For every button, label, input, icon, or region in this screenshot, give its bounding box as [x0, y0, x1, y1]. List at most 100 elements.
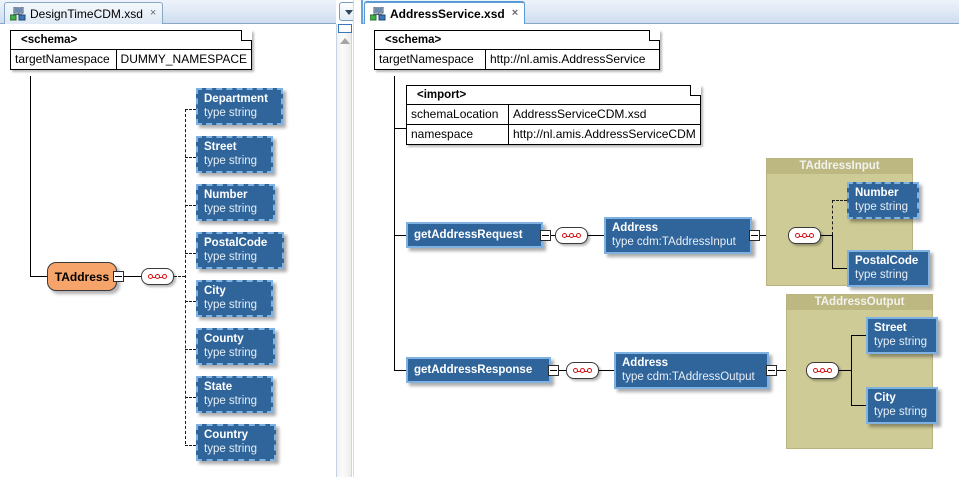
tab-label: DesignTimeCDM.xsd — [30, 6, 143, 21]
schema-file-icon — [9, 6, 26, 21]
sequence-dot — [562, 233, 567, 238]
left-editor-pane: <schema> targetNamespace DUMMY_NAMESPACE… — [0, 24, 337, 477]
sequence-dot — [148, 274, 153, 279]
connector-line — [394, 370, 406, 371]
tab-designtimecdm[interactable]: DesignTimeCDM.xsd × — [4, 2, 164, 24]
element-type: type cdm:TAddressOutput — [622, 371, 755, 383]
element-type: type string — [204, 155, 258, 167]
tab-close-icon[interactable]: × — [511, 7, 519, 19]
sequence-dot — [162, 274, 167, 279]
import-title: <import> — [407, 86, 700, 105]
element-type: type string — [204, 443, 258, 455]
element-name: Street — [204, 141, 237, 153]
right-tabstrip: AddressService.xsd × — [360, 0, 959, 24]
attribute-key: targetNamespace — [375, 50, 486, 69]
tab-label: AddressService.xsd — [390, 6, 505, 21]
scroll-up-arrow-icon[interactable] — [340, 38, 350, 44]
attribute-value: DUMMY_NAMESPACE — [120, 52, 247, 66]
element-box-city-output[interactable]: City type string — [866, 387, 938, 424]
type-node-label: TAddress — [54, 269, 110, 284]
connector-line — [124, 276, 141, 277]
folded-corner-icon — [649, 30, 660, 41]
connector-line — [851, 335, 866, 336]
element-box-street-output[interactable]: Street type string — [866, 317, 938, 354]
sequence-connector-response[interactable] — [566, 362, 599, 379]
element-box-number-input[interactable]: Number type string — [847, 182, 919, 219]
element-box-address-response[interactable]: Address type cdm:TAddressOutput — [614, 352, 769, 389]
type-node-taddress[interactable]: TAddress — [47, 262, 117, 291]
sequence-dot — [809, 233, 814, 238]
right-editor-pane: <schema> targetNamespace http://nl.amis.… — [360, 24, 959, 477]
connector-line — [30, 276, 48, 277]
tab-addressservice[interactable]: AddressService.xsd × — [364, 1, 526, 24]
element-box-number[interactable]: Number type string — [196, 184, 275, 221]
element-box-city[interactable]: City type string — [196, 280, 273, 317]
import-note[interactable]: <import> schemaLocation AddressServiceCD… — [406, 85, 701, 145]
attribute-value: http://nl.amis.AddressServiceCDM — [513, 127, 696, 141]
connector-line-dashed — [174, 276, 185, 277]
vertical-scrollbar[interactable] — [336, 24, 352, 477]
element-box-getaddressresponse[interactable]: getAddressResponse — [406, 357, 551, 383]
element-type: type string — [855, 201, 909, 213]
sequence-dot — [573, 368, 578, 373]
element-box-country[interactable]: Country type string — [196, 424, 276, 461]
element-name: Department — [204, 93, 268, 105]
element-name: Number — [204, 189, 248, 201]
element-name: City — [204, 285, 226, 297]
attribute-key: schemaLocation — [407, 105, 509, 124]
element-box-state[interactable]: State type string — [196, 376, 273, 413]
schema-note-left[interactable]: <schema> targetNamespace DUMMY_NAMESPACE — [10, 30, 252, 70]
sequence-connector-taddressoutput[interactable] — [806, 362, 839, 379]
element-name: getAddressResponse — [414, 364, 533, 376]
element-box-postalcode-input[interactable]: PostalCode type string — [847, 250, 930, 287]
sequence-dot — [827, 368, 832, 373]
element-type: type string — [204, 251, 258, 263]
branch-line-dashed — [185, 109, 196, 110]
element-box-department[interactable]: Department type string — [196, 88, 283, 125]
sequence-dot — [795, 233, 800, 238]
collapse-toggle-address-request[interactable] — [749, 230, 760, 241]
sequence-connector-taddressinput[interactable] — [788, 227, 821, 244]
schema-attribute-row: targetNamespace DUMMY_NAMESPACE — [11, 50, 251, 69]
connector-line — [559, 370, 566, 371]
branch-line-dashed — [185, 157, 196, 158]
element-box-postalcode[interactable]: PostalCode type string — [196, 232, 284, 269]
element-name: County — [204, 333, 244, 345]
collapse-toggle-taddress[interactable] — [113, 271, 124, 282]
branch-line-dashed — [185, 397, 196, 398]
connector-line-dashed — [832, 200, 847, 201]
branch-line-dashed — [185, 253, 196, 254]
element-type: type string — [204, 203, 258, 215]
attribute-value: http://nl.amis.AddressService — [490, 52, 646, 66]
scrollbar-thumb[interactable] — [338, 24, 352, 33]
sequence-dot — [813, 368, 818, 373]
element-box-county[interactable]: County type string — [196, 328, 275, 365]
element-name: City — [874, 392, 896, 404]
sequence-connector-request[interactable] — [555, 227, 588, 244]
branch-line-dashed — [185, 349, 196, 350]
attribute-value: AddressServiceCDM.xsd — [513, 107, 647, 121]
connector-line — [839, 370, 851, 371]
schema-note-right[interactable]: <schema> targetNamespace http://nl.amis.… — [374, 30, 660, 70]
element-type: type cdm:TAddressInput — [612, 236, 736, 248]
element-name: PostalCode — [855, 255, 919, 267]
sequence-connector-taddress[interactable] — [141, 268, 174, 285]
element-box-address-request[interactable]: Address type cdm:TAddressInput — [604, 217, 752, 254]
collapse-toggle-address-response[interactable] — [766, 365, 777, 376]
group-title: TAddressOutput — [787, 295, 932, 310]
schema-title: <schema> — [375, 31, 659, 50]
element-name: getAddressRequest — [414, 229, 523, 241]
connector-line — [832, 235, 833, 268]
connector-line — [394, 76, 395, 370]
collapse-toggle-request[interactable] — [540, 230, 551, 241]
connector-line — [821, 235, 832, 236]
tab-close-icon[interactable]: × — [149, 7, 157, 19]
element-type: type string — [204, 107, 258, 119]
schema-file-icon — [369, 6, 386, 21]
folded-corner-icon — [690, 85, 701, 96]
collapse-toggle-response[interactable] — [548, 365, 559, 376]
element-box-street[interactable]: Street type string — [196, 136, 273, 173]
sequence-dot — [820, 368, 825, 373]
connector-line — [599, 370, 614, 371]
element-box-getaddressrequest[interactable]: getAddressRequest — [406, 222, 543, 248]
